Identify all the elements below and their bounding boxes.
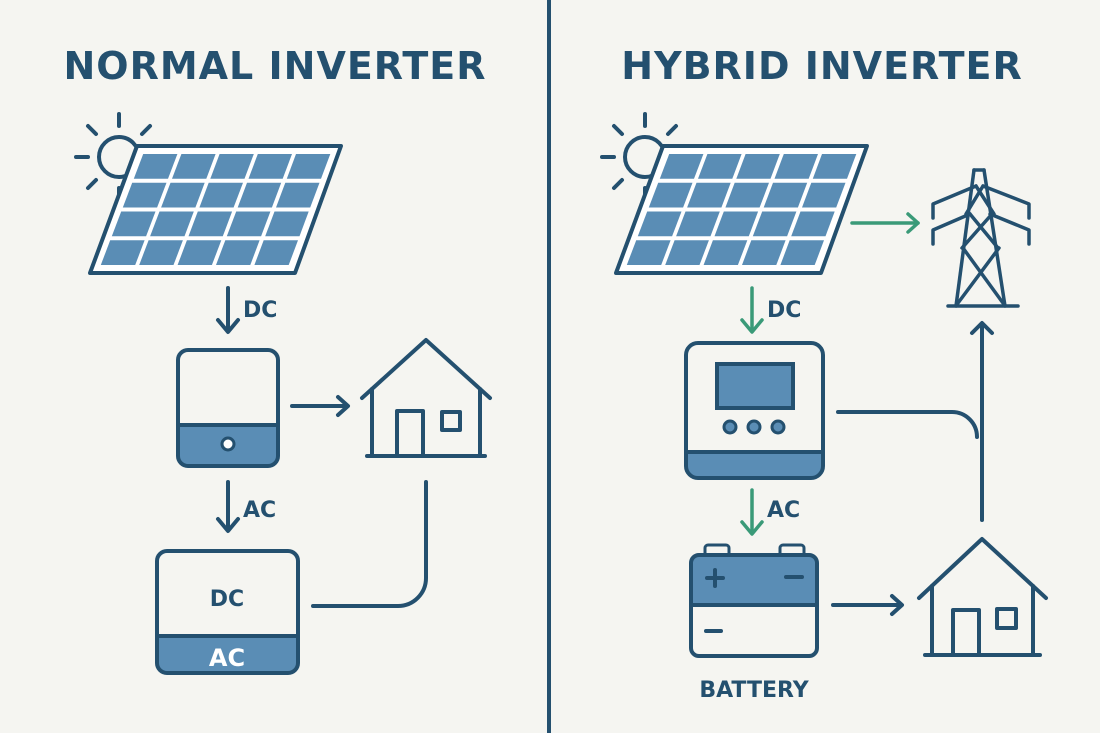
ac-arrow — [216, 480, 240, 533]
solar-cell — [676, 211, 720, 237]
solar-cell — [248, 154, 292, 179]
inverter-to-grid-connector — [836, 410, 979, 439]
solar-cell — [139, 240, 183, 265]
solar-cell — [210, 154, 254, 179]
left-panel: NORMAL INVERTER DC — [63, 44, 492, 675]
panel-to-grid-arrow — [850, 212, 920, 234]
solar-cell — [626, 240, 671, 265]
solar-cell — [265, 211, 309, 237]
solar-cell — [122, 182, 167, 208]
ac-label: AC — [767, 498, 800, 523]
battery-label: BATTERY — [699, 678, 809, 703]
inverter-to-house-arrow — [290, 395, 350, 417]
box-to-house-connector — [311, 480, 428, 608]
solar-panel-icon — [88, 144, 343, 275]
solar-cell — [111, 211, 156, 237]
solar-cell — [172, 154, 216, 179]
solar-cell — [254, 240, 298, 265]
solar-cell — [286, 154, 331, 179]
solar-cell — [687, 182, 731, 208]
solar-panel-icon — [614, 144, 869, 275]
solar-cell — [659, 154, 704, 179]
solar-cell — [100, 240, 145, 265]
solar-cell — [736, 154, 780, 179]
battery-icon — [689, 543, 819, 658]
left-title: NORMAL INVERTER — [63, 44, 486, 88]
solar-cell — [177, 240, 222, 265]
solar-cell — [216, 240, 260, 265]
right-panel: HYBRID INVERTER — [600, 44, 1048, 703]
hybrid-inverter-icon — [684, 341, 825, 480]
dc-arrow — [216, 286, 240, 334]
solar-cell — [802, 182, 846, 208]
solar-cell — [276, 182, 320, 208]
solar-cell — [161, 182, 205, 208]
solar-cell — [133, 154, 178, 179]
solar-cell — [703, 240, 748, 265]
solar-cell — [763, 182, 808, 208]
solar-cell — [665, 240, 709, 265]
solar-cell — [742, 240, 786, 265]
solar-cell — [226, 211, 271, 237]
solar-cell — [698, 154, 742, 179]
box-dc-label: DC — [210, 587, 244, 612]
solar-cell — [791, 211, 835, 237]
solar-cell — [648, 182, 693, 208]
solar-cell — [725, 182, 769, 208]
solar-cell — [780, 240, 824, 265]
solar-cell — [150, 211, 194, 237]
dc-label: DC — [767, 298, 801, 323]
converter-box — [155, 549, 300, 675]
inverter-icon — [176, 348, 280, 468]
right-title: HYBRID INVERTER — [621, 44, 1022, 88]
solar-cell — [637, 211, 682, 237]
box-ac-label: AC — [209, 644, 245, 672]
ac-label: AC — [243, 498, 276, 523]
house-icon — [360, 338, 492, 458]
solar-cell — [237, 182, 282, 208]
dc-arrow — [740, 286, 764, 334]
solar-cell — [714, 211, 759, 237]
solar-cell — [188, 211, 233, 237]
ac-arrow — [740, 488, 764, 536]
solar-cell — [752, 211, 797, 237]
power-pylon-icon — [931, 168, 1031, 308]
battery-to-house-arrow — [831, 594, 904, 616]
house-to-grid-arrow — [970, 321, 994, 522]
house-icon — [917, 537, 1048, 657]
solar-cell — [812, 154, 857, 179]
solar-cell — [199, 182, 243, 208]
solar-cell — [774, 154, 818, 179]
dc-label: DC — [243, 298, 277, 323]
